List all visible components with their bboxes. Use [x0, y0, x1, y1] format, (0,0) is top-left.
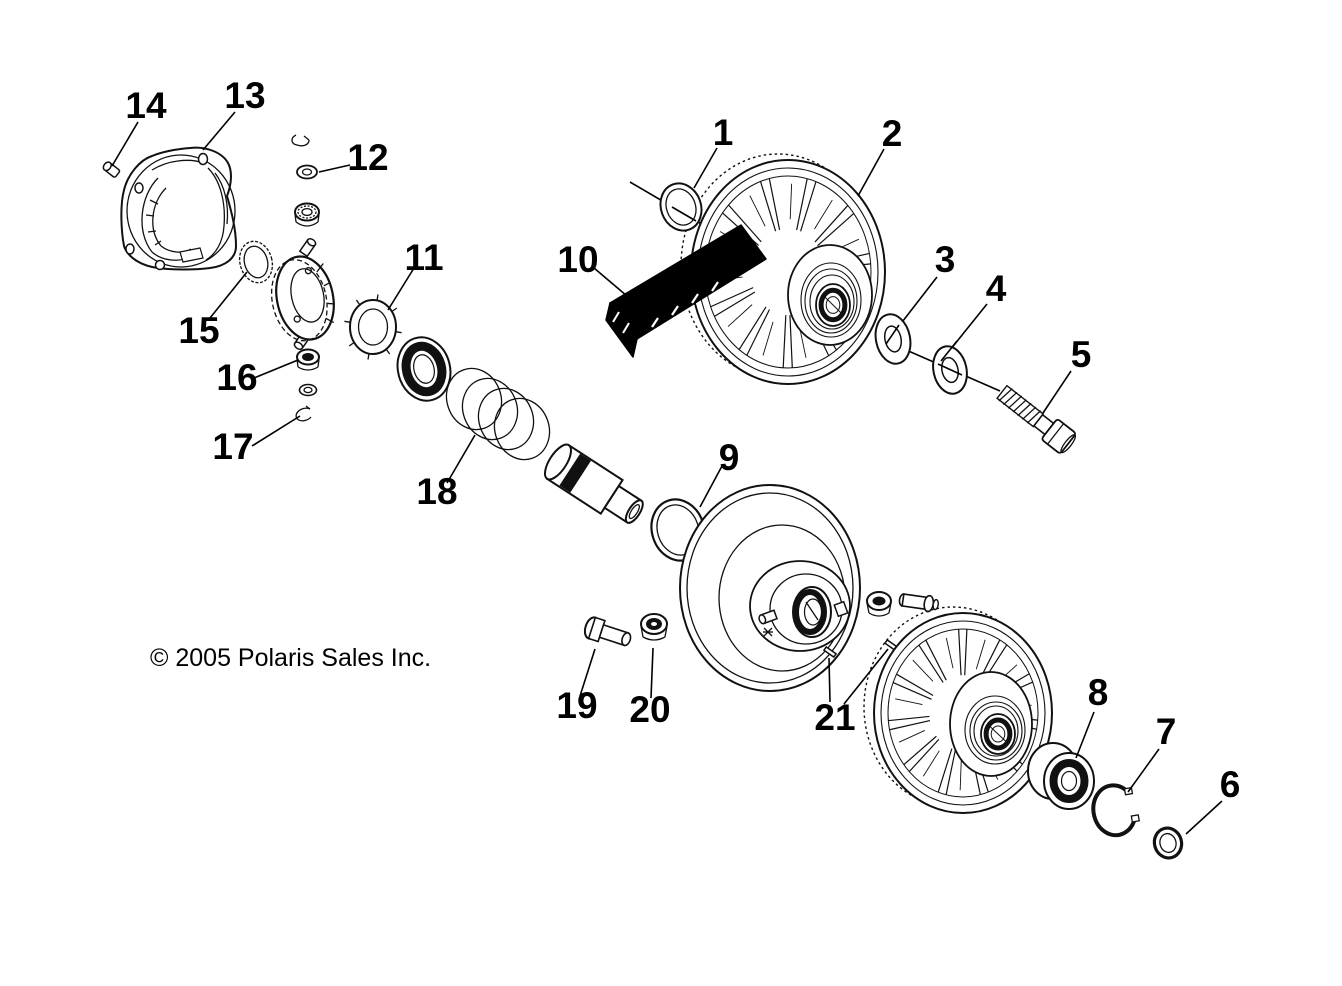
- part-fixed-sheave-disc: [679, 484, 861, 692]
- part-nut-20: [640, 613, 668, 641]
- copyright-text: © 2005 Polaris Sales Inc.: [150, 644, 431, 672]
- callout-2: 2: [882, 113, 903, 154]
- callout-20: 20: [629, 689, 670, 730]
- leader-segments-washer4: [937, 340, 963, 376]
- part-bearing-8: [1027, 742, 1095, 810]
- callout-8: 8: [1088, 672, 1109, 713]
- part-cover-plate: [120, 146, 238, 271]
- part-bolt-right: [898, 593, 939, 613]
- part-oring-1: [659, 182, 703, 232]
- part-snap-ring-7: [1091, 783, 1141, 838]
- part-ribbed-cap: [294, 202, 320, 227]
- part-snap-ring-15: [238, 240, 274, 284]
- part-retaining-clip-top: [291, 134, 310, 147]
- part-bolt-19: [583, 616, 632, 647]
- callout-21: 21: [814, 697, 855, 738]
- part-lock-washer-11: [344, 294, 402, 360]
- callout-1: 1: [713, 112, 734, 153]
- callout-11: 11: [404, 237, 443, 278]
- callout-5: 5: [1071, 334, 1092, 375]
- leader-segment: [885, 324, 900, 345]
- part-shaft: [543, 443, 644, 524]
- callout-12: 12: [347, 137, 388, 178]
- part-spring-18: [445, 367, 551, 461]
- part-oring-6: [1152, 826, 1184, 860]
- part-bushing-16: [296, 348, 320, 371]
- leader-lines: [111, 111, 1223, 835]
- part-screw-14: [102, 161, 121, 178]
- callout-3: 3: [935, 239, 956, 280]
- callout-17: 17: [212, 426, 253, 467]
- asterisk-mark: [763, 627, 773, 637]
- part-pin-21a: [822, 645, 838, 659]
- callout-19: 19: [556, 685, 597, 726]
- part-washer-12: [296, 164, 318, 180]
- callout-13: 13: [224, 75, 265, 116]
- callout-10: 10: [557, 239, 598, 280]
- callout-15: 15: [178, 310, 219, 351]
- part-drive-belt-10: [605, 224, 767, 358]
- part-lower-sheave-21: [863, 606, 1053, 814]
- part-movable-sheave-2: [680, 153, 886, 385]
- part-helix-retainer: [270, 237, 335, 351]
- callout-9: 9: [719, 437, 740, 478]
- callout-14: 14: [125, 85, 167, 126]
- part-clip-17: [295, 405, 312, 422]
- callout-6: 6: [1220, 764, 1241, 805]
- callout-4: 4: [986, 268, 1007, 309]
- part-seal-ring: [396, 336, 452, 402]
- part-washer-3: [874, 313, 912, 365]
- part-nut-right: [866, 591, 892, 617]
- part-washer-below-16: [298, 383, 318, 397]
- callout-7: 7: [1156, 711, 1177, 752]
- callout-18: 18: [416, 471, 457, 512]
- callout-16: 16: [216, 357, 257, 398]
- part-bolt-5: [996, 384, 1077, 454]
- callout-labels: 1 2 3 4 5 6 7 8 9 10 11 12 13 14 15 16 1…: [125, 75, 1240, 805]
